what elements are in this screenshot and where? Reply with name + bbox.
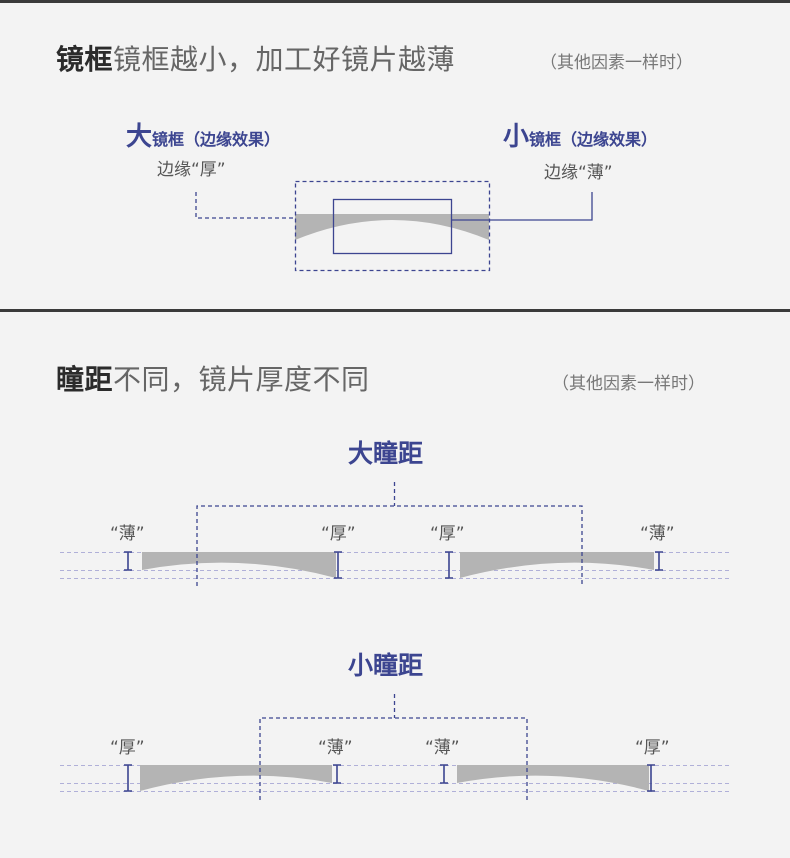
frame-lens-shape (295, 214, 489, 240)
small-frame-sub: 边缘“薄” (544, 163, 613, 183)
small-pd-label-2: “薄” (318, 738, 353, 758)
small-frame-label: 小镜框（边缘效果） (503, 116, 657, 153)
small-pd-label-4: “厚” (635, 738, 670, 758)
thickness-marker (124, 551, 132, 571)
small-frame-box (332, 198, 453, 255)
section-divider (0, 309, 790, 312)
large-frame-box (294, 180, 491, 272)
right-lens-shape (457, 765, 649, 791)
section2-title: 瞳距不同，镜片厚度不同 (56, 358, 370, 398)
large-frame-label: 大镜框（边缘效果） (126, 116, 280, 153)
thickness-marker (445, 551, 453, 579)
large-frame-leader (195, 192, 295, 219)
small-pd-label-3: “薄” (425, 738, 460, 758)
thickness-marker (440, 764, 448, 784)
left-lens-shape (140, 765, 332, 791)
top-border (0, 0, 790, 3)
small-frame-label-big: 小 (503, 122, 530, 152)
section1-title: 镜框镜框越小，加工好镜片越薄 (56, 38, 455, 78)
pd-bracket (259, 717, 528, 800)
thickness-marker (124, 764, 132, 792)
large-pd-label-1: “薄” (110, 524, 145, 544)
thickness-marker (334, 551, 342, 579)
right-lens-shape (460, 552, 654, 578)
large-pd-title: 大瞳距 (348, 439, 424, 468)
section2-title-rest: 不同，镜片厚度不同 (113, 363, 370, 396)
section1-title-rest: 镜框越小，加工好镜片越薄 (113, 43, 456, 76)
thickness-marker (647, 764, 655, 792)
thickness-marker (333, 764, 341, 784)
small-pd-diagram (60, 694, 730, 800)
large-pd-label-4: “薄” (640, 524, 675, 544)
section1-note: （其他因素一样时） (540, 53, 693, 73)
pd-bracket (196, 505, 583, 586)
large-pd-label-3: “厚” (430, 524, 465, 544)
large-frame-sub: 边缘“厚” (157, 160, 226, 180)
small-frame-leader (451, 192, 593, 221)
section2-note: （其他因素一样时） (552, 374, 705, 394)
small-pd-title: 小瞳距 (348, 651, 424, 680)
section1-title-bold: 镜框 (56, 43, 114, 76)
large-frame-label-big: 大 (126, 122, 153, 152)
section2-title-bold: 瞳距 (56, 363, 114, 396)
large-pd-label-2: “厚” (321, 524, 356, 544)
thickness-marker (655, 551, 663, 571)
small-pd-label-1: “厚” (110, 738, 145, 758)
small-frame-label-rest: 镜框（边缘效果） (529, 130, 658, 149)
large-pd-diagram (60, 482, 730, 586)
large-frame-label-rest: 镜框（边缘效果） (152, 130, 281, 149)
left-lens-shape (142, 552, 336, 578)
